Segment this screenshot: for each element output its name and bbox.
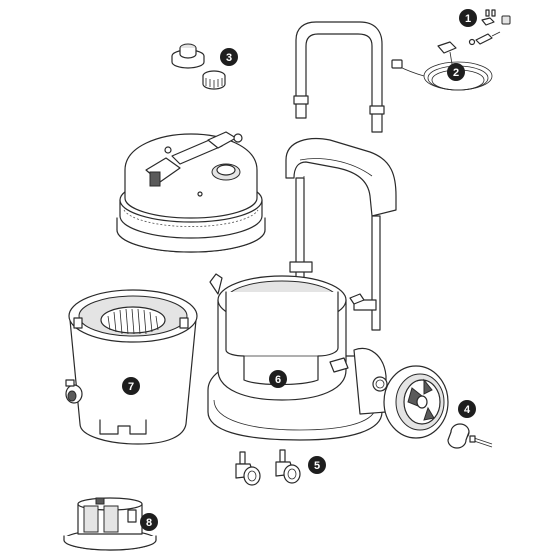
callout-7-label: 7 (128, 381, 134, 393)
callout-6-label: 6 (275, 374, 281, 386)
part-5-castors (235, 449, 301, 486)
callout-8-marker: 8 (140, 513, 158, 531)
callout-2-marker: 2 (447, 63, 465, 81)
part-3-filter-caps (171, 43, 226, 90)
motor-head-lid (116, 131, 266, 253)
callout-1-label: 1 (465, 13, 471, 25)
callout-1-marker: 1 (459, 9, 477, 27)
part-7-bucket-filter (65, 289, 198, 445)
part-1-switch-parts (468, 9, 511, 46)
callout-4-label: 4 (464, 404, 471, 416)
rear-wheel (383, 365, 449, 439)
callout-3-label: 3 (226, 52, 232, 64)
callout-8-label: 8 (146, 517, 152, 529)
callout-7-marker: 7 (122, 377, 140, 395)
callout-5-marker: 5 (308, 456, 326, 474)
callout-6-marker: 6 (269, 370, 287, 388)
part-6-tank-body (207, 273, 388, 441)
callout-3-marker: 3 (220, 48, 238, 66)
callout-5-label: 5 (314, 460, 320, 472)
callout-2-label: 2 (453, 67, 459, 79)
part-2-power-cable (391, 41, 493, 91)
trolley-frame (285, 21, 397, 331)
part-4-wheel-cap-bolt (447, 423, 493, 449)
part-8-motor (63, 497, 157, 551)
callout-4-marker: 4 (458, 400, 476, 418)
